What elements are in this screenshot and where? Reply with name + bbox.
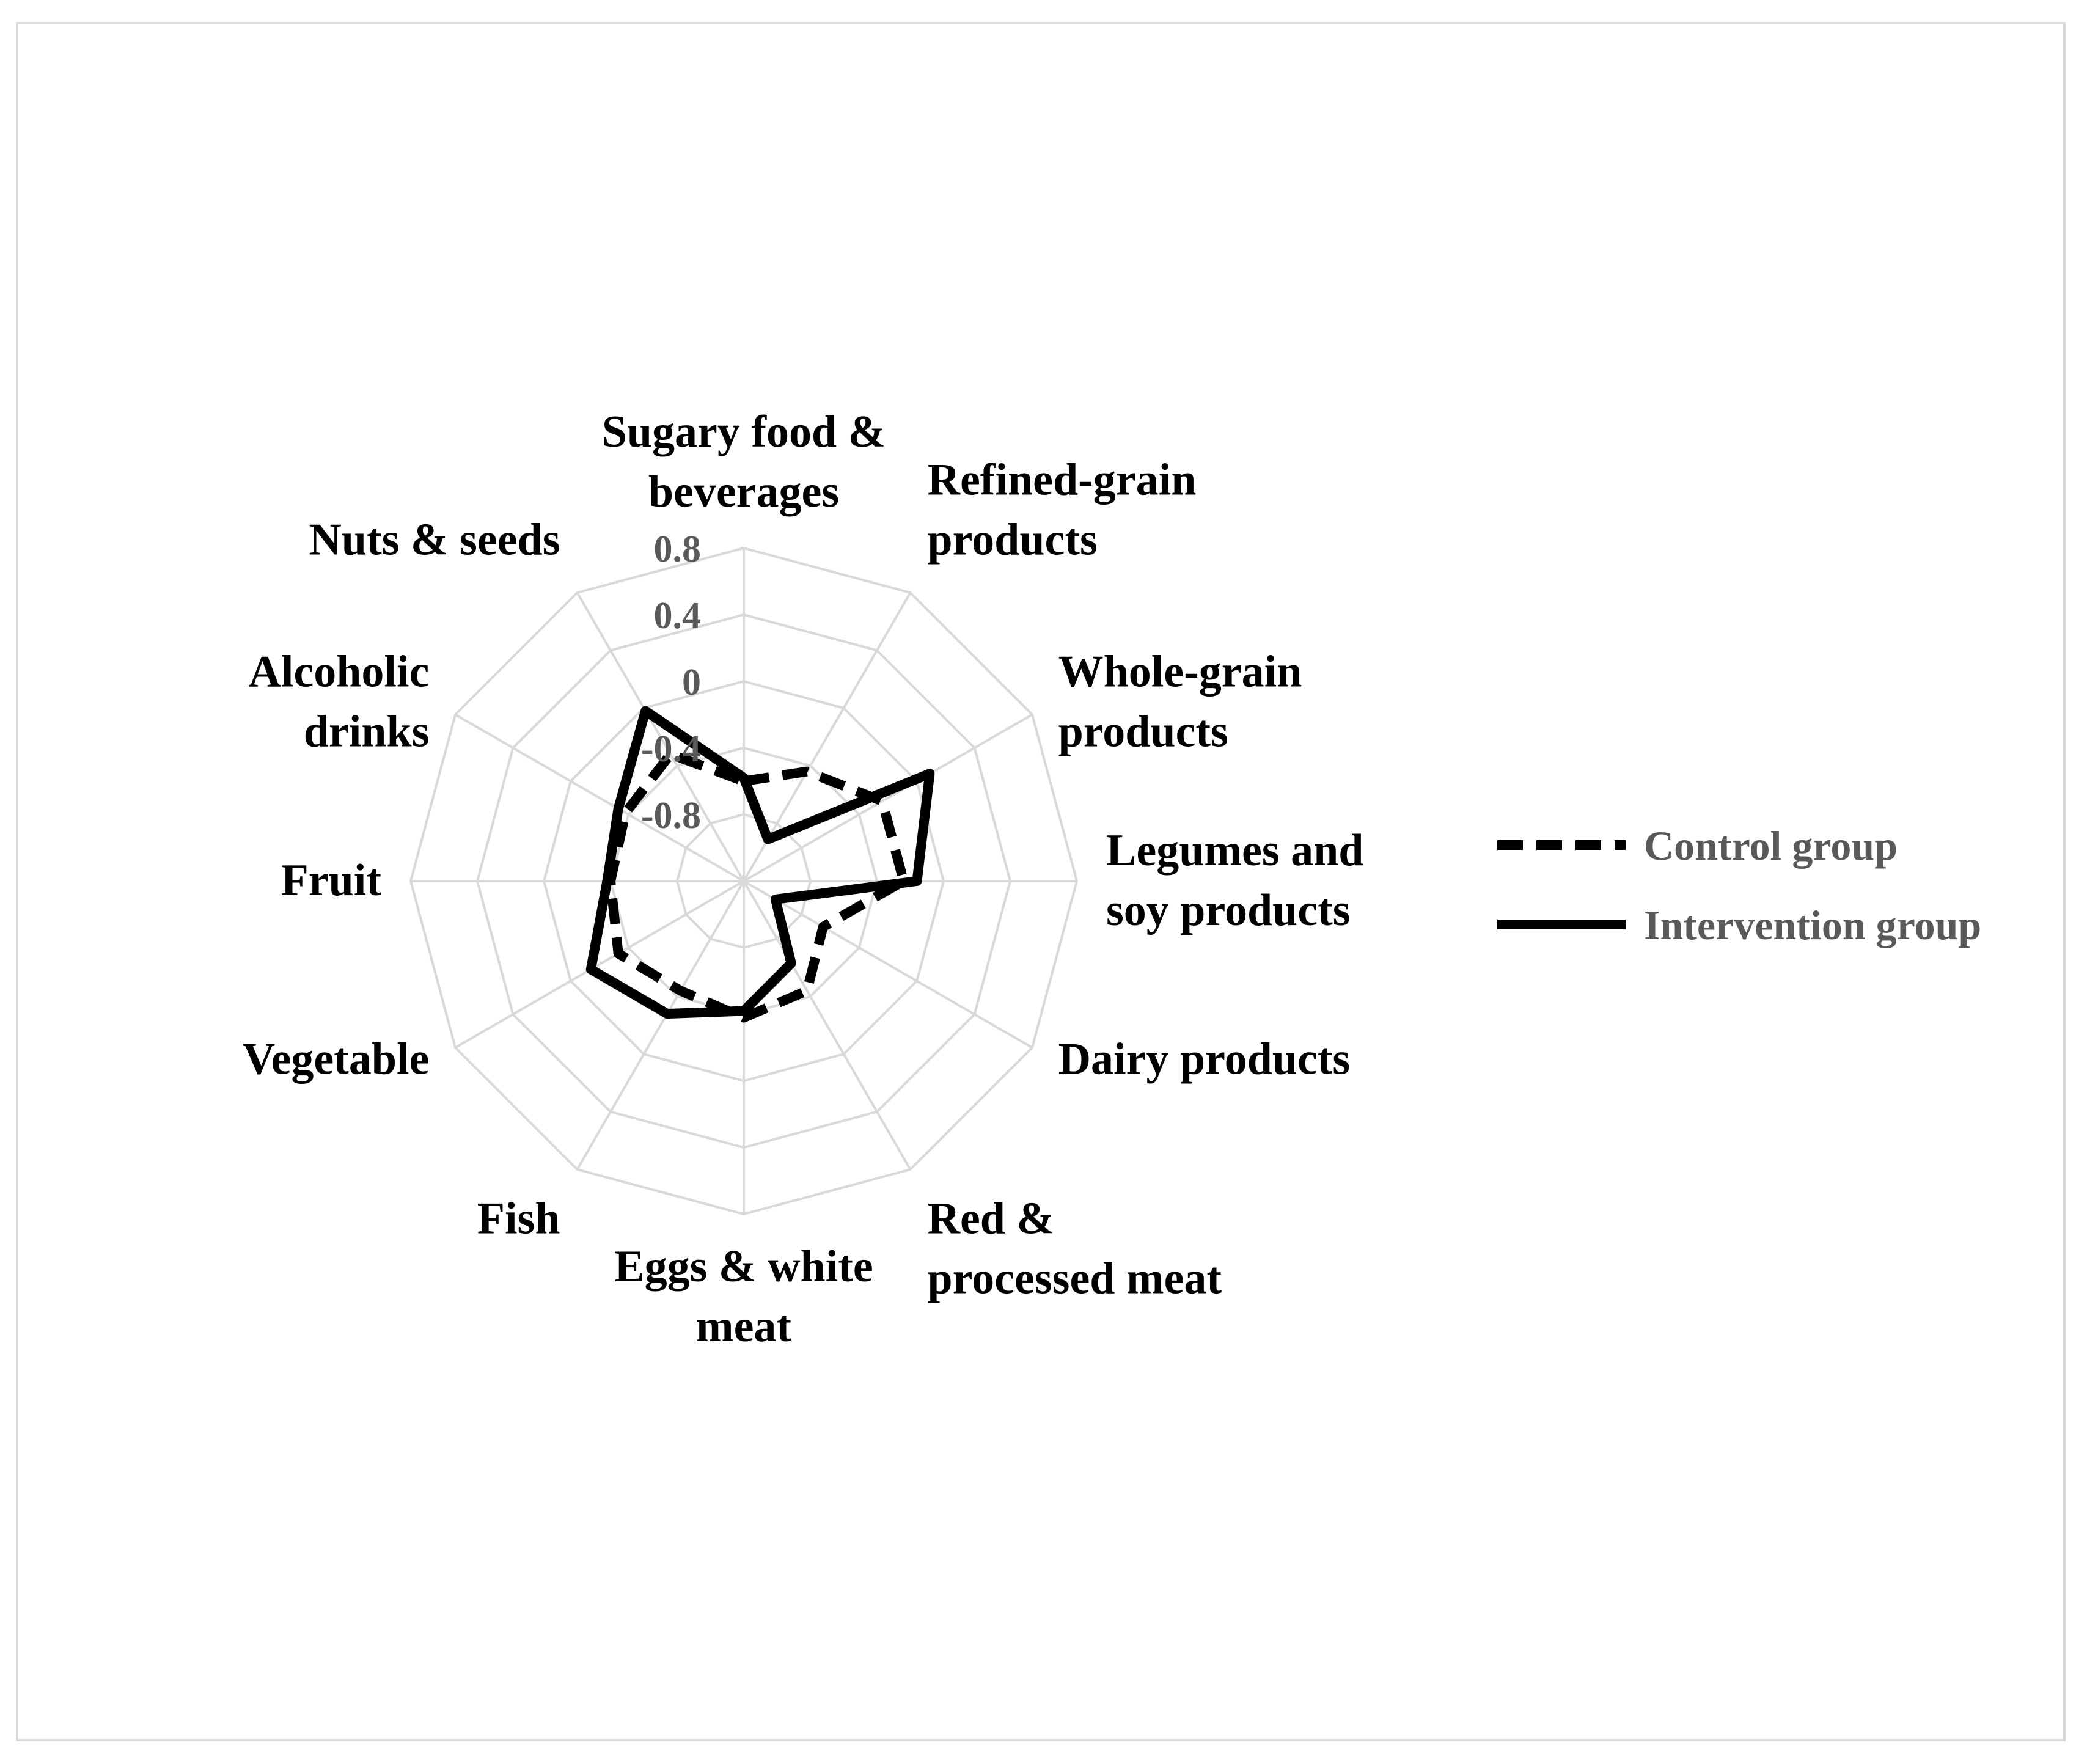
spoke-2: [743, 713, 1033, 882]
category-label: Dairy products: [1058, 1034, 1351, 1085]
spoke-7: [576, 880, 745, 1170]
category-label: Vegetable: [243, 1034, 430, 1085]
spoke-8: [455, 880, 744, 1049]
category-label: Fish: [477, 1194, 560, 1244]
category-label: Fruit: [281, 855, 382, 906]
legend-label: Intervention group: [1644, 902, 1981, 948]
tick-label: 0: [682, 662, 701, 703]
category-label: Red &processed meat: [928, 1194, 1222, 1304]
tick-layer: -0.8 -0.4 0 0.4 0.8: [641, 529, 701, 836]
series-layer: [585, 706, 935, 1023]
tick-label: -0.8: [641, 795, 701, 836]
category-label: Nuts & seeds: [309, 514, 560, 565]
series-control-group-line: [606, 749, 909, 1023]
spoke-11: [576, 592, 745, 882]
tick-label: 0.8: [654, 529, 702, 570]
grid-layer: [409, 546, 1079, 1216]
legend-label: Control group: [1644, 822, 1898, 869]
spoke-4: [743, 880, 1033, 1049]
tick-label: -0.4: [641, 728, 701, 770]
spoke-5: [743, 880, 912, 1170]
series-intervention-group-line: [585, 706, 935, 1019]
tick-label: 0.4: [654, 595, 702, 637]
category-label: Sugary food &beverages: [602, 407, 886, 517]
spoke-10: [455, 713, 744, 882]
